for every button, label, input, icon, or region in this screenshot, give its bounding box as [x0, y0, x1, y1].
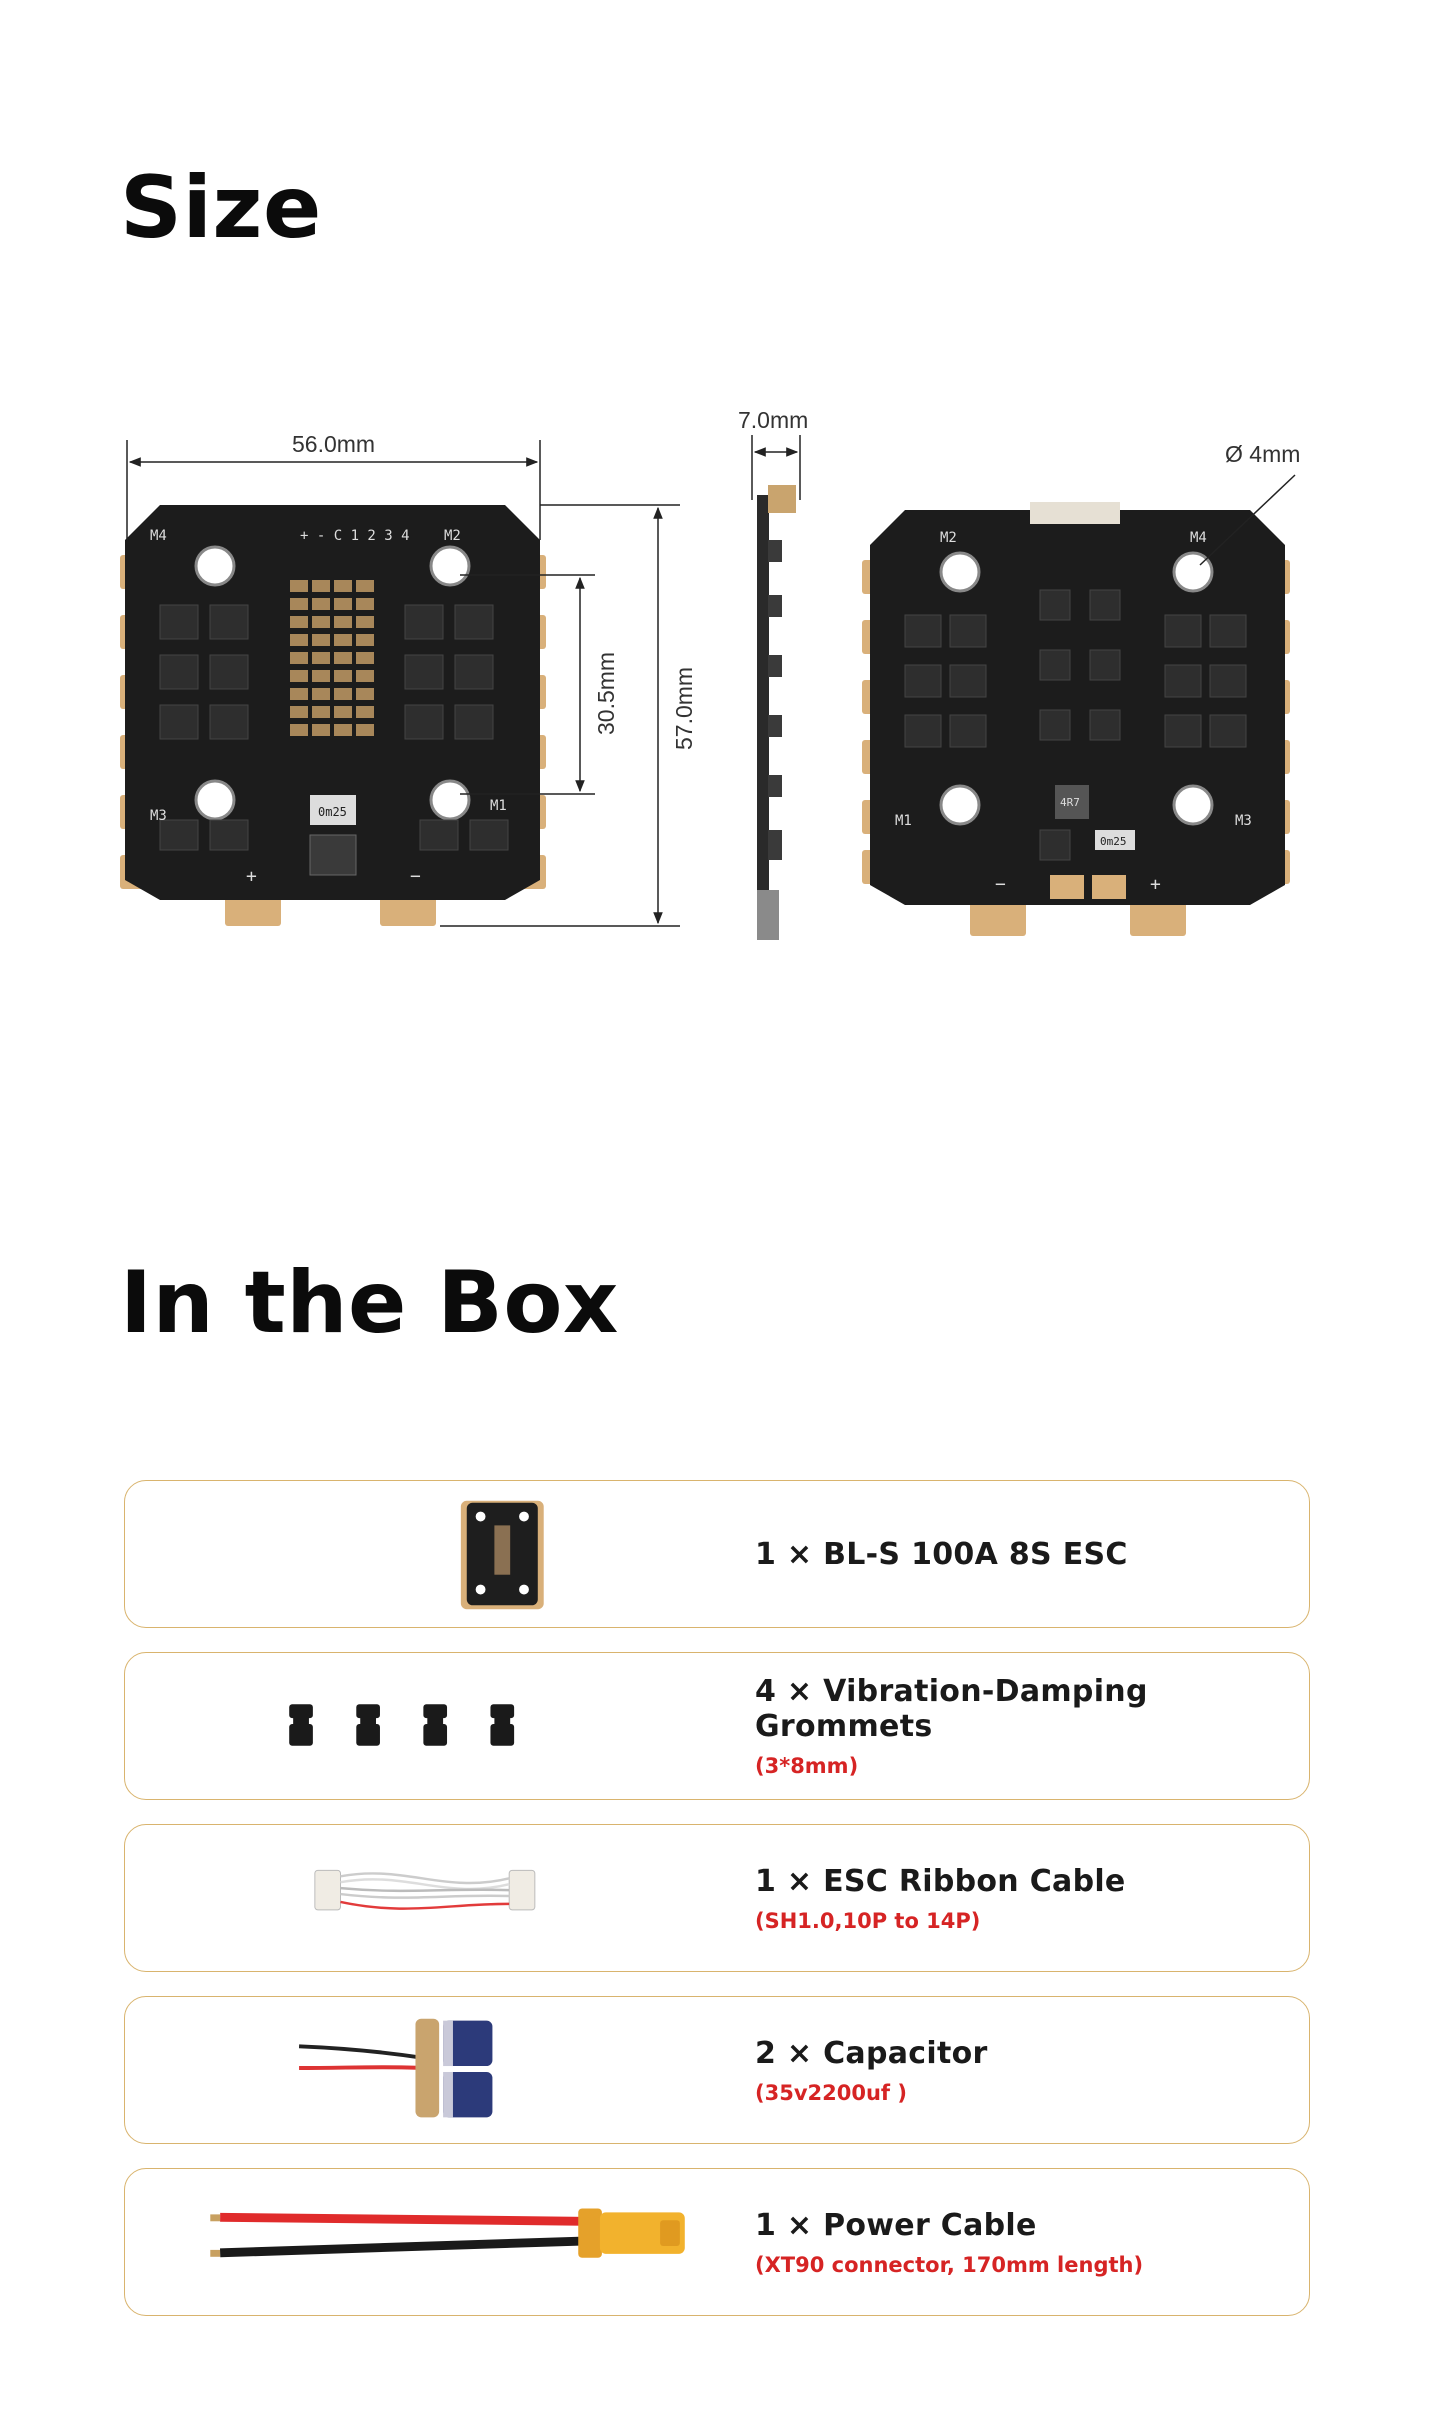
item-subtitle: (SH1.0,10P to 14P): [755, 1908, 981, 1933]
grommets-thumbnail: [289, 1704, 515, 1746]
box-item-esc: 1 × BL-S 100A 8S ESC: [124, 1480, 1310, 1628]
item-title: 1 × BL-S 100A 8S ESC: [755, 1536, 1128, 1572]
back-label-m3: M3: [1235, 813, 1252, 829]
dimension-diagram: M4 M2 M3 M1 + - C 1 2 3 4 + − 0m25 56.0m…: [120, 407, 1300, 940]
esc-front-board: M4 M2 M3 M1 + - C 1 2 3 4 + − 0m25: [120, 505, 546, 926]
back-label-chip: 4R7: [1060, 796, 1080, 809]
box-item-capacitor: 2 × Capacitor (35v2200uf ): [124, 1996, 1310, 2144]
item-title: 1 × Power Cable: [755, 2207, 1037, 2243]
in-the-box-heading: In the Box: [120, 1253, 619, 1353]
box-item-power-cable: 1 × Power Cable (XT90 connector, 170mm l…: [124, 2168, 1310, 2316]
item-subtitle: (XT90 connector, 170mm length): [755, 2252, 1144, 2277]
hole-diameter-label: Ø 4mm: [1225, 441, 1300, 467]
box-item-grommets: 4 × Vibration-Damping Grommets (3*8mm): [124, 1652, 1310, 1800]
width-dimension-label: 56.0mm: [292, 431, 375, 457]
esc-side-view: [757, 485, 796, 940]
back-label-minus: −: [995, 874, 1006, 895]
back-label-res: 0m25: [1100, 835, 1127, 848]
power-cable-thumbnail: [210, 2208, 685, 2258]
front-label-res: 0m25: [318, 805, 347, 819]
ribbon-cable-thumbnail: [314, 1869, 536, 1911]
height-dimension-label: 57.0mm: [671, 667, 697, 750]
thickness-dimension-label: 7.0mm: [738, 407, 808, 433]
back-label-plus: +: [1150, 874, 1161, 895]
back-label-m4: M4: [1190, 530, 1207, 546]
front-label-minus: −: [410, 866, 421, 887]
mount-dimension-label: 30.5mm: [593, 652, 619, 735]
front-label-plus: +: [246, 866, 257, 887]
item-title: 4 × Vibration-Damping Grommets: [755, 1674, 1148, 1744]
front-label-m4: M4: [150, 528, 167, 544]
capacitor-thumbnail: [298, 2018, 493, 2118]
back-label-m2: M2: [940, 530, 957, 546]
box-item-ribbon-cable: 1 × ESC Ribbon Cable (SH1.0,10P to 14P): [124, 1824, 1310, 1972]
esc-back-board: M2 M4 M1 M3 − + 4R7 0m25: [862, 502, 1290, 936]
front-label-m3: M3: [150, 808, 167, 824]
front-label-m2: M2: [444, 528, 461, 544]
item-subtitle: (35v2200uf ): [755, 2080, 907, 2105]
esc-thumbnail: [460, 1500, 544, 1610]
item-subtitle: (3*8mm): [755, 1754, 859, 1778]
item-title: 1 × ESC Ribbon Cable: [755, 1863, 1126, 1899]
front-label-m1: M1: [490, 798, 507, 814]
front-label-header: + - C 1 2 3 4: [300, 528, 410, 544]
back-label-m1: M1: [895, 813, 912, 829]
item-title: 2 × Capacitor: [755, 2035, 988, 2071]
size-heading: Size: [120, 158, 322, 258]
